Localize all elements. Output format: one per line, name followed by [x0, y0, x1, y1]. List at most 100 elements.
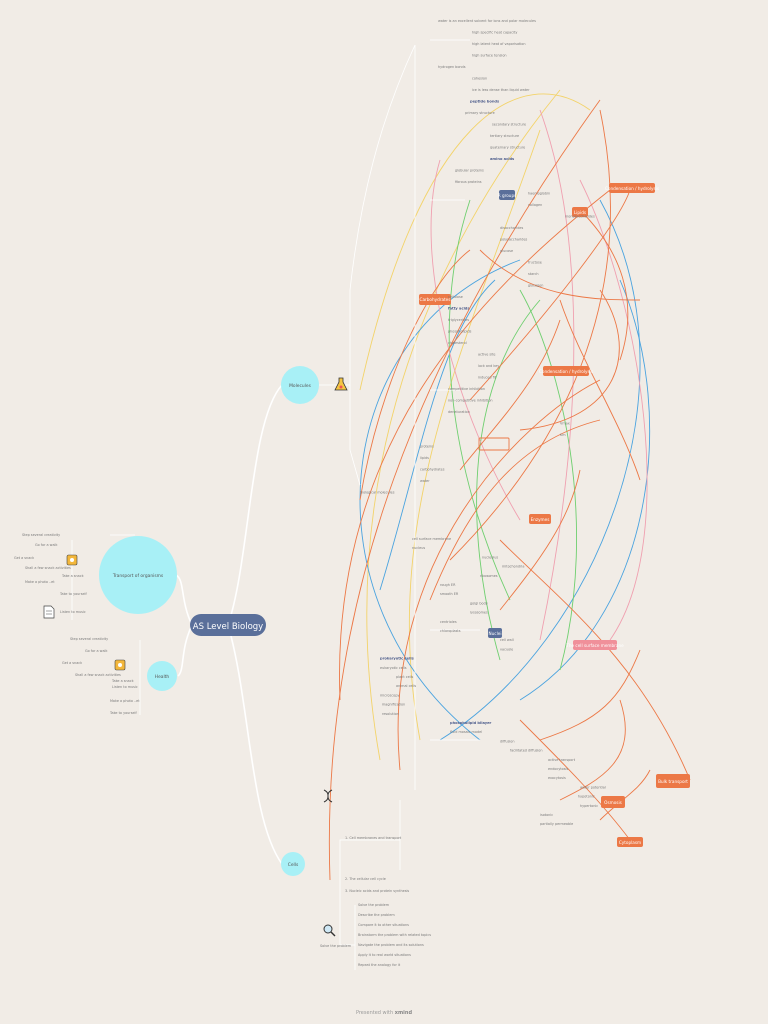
map-node-label[interactable]: collagen	[528, 203, 542, 207]
map-node-label[interactable]: hydrogen bonds	[438, 65, 466, 69]
map-node-label[interactable]: cohesion	[472, 77, 487, 81]
map-node-label[interactable]: exocytosis	[548, 776, 566, 780]
map-node-label[interactable]: Take to yourself	[109, 711, 137, 715]
map-node-label[interactable]: vacuole	[500, 647, 513, 651]
map-node-label[interactable]: non-competitive inhibition	[448, 399, 493, 403]
map-node-label[interactable]: Repeat the analogy for it	[358, 963, 401, 967]
map-node-label[interactable]: isotonic	[540, 813, 553, 817]
map-node-label[interactable]: Km	[560, 433, 566, 437]
map-node-label[interactable]: fructose	[528, 261, 542, 265]
map-node-label[interactable]: diffusion	[500, 739, 515, 743]
map-node-label[interactable]: high surface tension	[472, 54, 507, 58]
highlight-box[interactable]: Lipids	[572, 207, 588, 217]
map-node-label[interactable]: rough ER	[440, 583, 456, 587]
highlight-box[interactable]: Condensation / hydrolysis	[605, 183, 659, 193]
map-node-label[interactable]: Listen to music	[60, 610, 86, 614]
map-node-label[interactable]: ribosomes	[480, 574, 498, 578]
map-node-label[interactable]: Shall a few snack activities	[75, 673, 121, 677]
map-node-label[interactable]: phospholipids	[448, 330, 472, 334]
map-node-label[interactable]: Shall a few snack activities	[25, 566, 71, 570]
map-node-label[interactable]: primary structure	[465, 111, 495, 115]
map-node-label[interactable]: induced fit	[478, 376, 497, 380]
map-node-label[interactable]: plant cells	[396, 675, 414, 679]
map-node-label[interactable]: haemoglobin	[528, 192, 550, 196]
map-node-label[interactable]: fatty acids	[448, 307, 470, 311]
map-node-label[interactable]: fluid mosaic model	[450, 730, 482, 734]
map-node-label[interactable]: active site	[478, 353, 496, 357]
map-node-label[interactable]: resolution	[382, 712, 399, 716]
map-node-label[interactable]: cellulose	[448, 295, 463, 299]
highlight-box[interactable]: Nuclei	[488, 628, 502, 638]
map-node-label[interactable]: biological molecules	[360, 491, 395, 495]
map-node-label[interactable]: peptide bonds	[470, 100, 499, 104]
map-node-label[interactable]: triglycerides	[448, 318, 469, 322]
map-node-label[interactable]: Take a snack	[111, 679, 134, 683]
root-topic[interactable]: AS Level Biology	[190, 614, 266, 636]
topic-health[interactable]: Health	[147, 661, 177, 691]
map-node-label[interactable]: prokaryotic cells	[380, 657, 414, 661]
map-node-label[interactable]: high latent heat of vaporisation	[472, 42, 526, 46]
map-node-label[interactable]: Take to yourself	[59, 592, 87, 596]
map-node-label[interactable]: chloroplasts	[440, 629, 461, 633]
map-node-label[interactable]: Get a snack	[62, 661, 82, 665]
map-node-label[interactable]: cell surface membrane	[412, 537, 451, 541]
highlight-box[interactable]: Enzymes	[529, 514, 551, 524]
map-node-label[interactable]: Go for a walk	[35, 543, 57, 547]
map-node-label[interactable]: Step several creativity	[22, 533, 60, 537]
map-node-label[interactable]: microscopy	[380, 693, 399, 697]
map-node-label[interactable]: high specific heat capacity	[472, 31, 517, 35]
map-node-label[interactable]: hypertonic	[580, 804, 598, 808]
map-node-label[interactable]: starch	[528, 272, 539, 276]
map-node-label[interactable]: Navigate the problem and its solutions	[358, 943, 424, 947]
map-node-label[interactable]: centrioles	[440, 620, 457, 624]
map-node-label[interactable]: polysaccharides	[500, 238, 528, 242]
map-node-label[interactable]: amino acids	[490, 157, 514, 161]
map-node-label[interactable]: phospholipid bilayer	[450, 721, 492, 725]
map-node-label[interactable]: Apply it to real world situations	[358, 953, 411, 957]
highlight-box[interactable]: Carbohydrates	[419, 294, 451, 305]
map-node-label[interactable]: nucleolus	[482, 555, 498, 559]
map-node-label[interactable]: water	[420, 479, 430, 483]
highlight-box[interactable]: The cell surface membrane	[565, 640, 624, 650]
map-node-label[interactable]: Make a photo ..et	[25, 580, 55, 584]
map-node-label[interactable]: glycogen	[528, 284, 543, 288]
map-node-label[interactable]: denaturation	[448, 410, 470, 414]
map-node-label[interactable]: proteins	[420, 445, 434, 449]
map-node-label[interactable]: Vmax	[560, 422, 570, 426]
map-node-label[interactable]: lysosomes	[470, 611, 488, 615]
topic-molecules[interactable]: Molecules	[281, 366, 319, 404]
map-node-label[interactable]: Make a photo ..et	[110, 699, 140, 703]
map-node-label[interactable]: endocytosis	[548, 767, 568, 771]
highlight-box[interactable]: R groups	[498, 190, 517, 200]
map-node-label[interactable]: hypotonic	[578, 795, 595, 799]
map-node-label[interactable]: Go for a walk	[85, 649, 107, 653]
map-node-label[interactable]: ice is less dense than liquid water	[472, 88, 530, 92]
map-node-label[interactable]: monosaccharides	[565, 215, 595, 219]
map-node-label[interactable]: cell wall	[500, 638, 514, 642]
map-node-label[interactable]: carbohydrates	[420, 468, 445, 472]
topic-transport[interactable]: Transport of organisms	[99, 536, 177, 614]
map-node-label[interactable]: cholesterol	[448, 341, 467, 345]
map-node-label[interactable]: nucleus	[412, 546, 425, 550]
map-node-label[interactable]: lipids	[420, 456, 429, 460]
topic-cells[interactable]: Cells	[281, 852, 305, 876]
map-node-label[interactable]: golgi body	[470, 601, 488, 605]
map-node-label[interactable]: animal cells	[396, 684, 416, 688]
map-node-label[interactable]: magnification	[382, 703, 405, 707]
map-node-label[interactable]: eukaryotic cells	[380, 666, 407, 670]
highlight-box[interactable]: Osmosis	[601, 796, 625, 808]
map-node-label[interactable]: secondary structure	[492, 123, 526, 127]
map-node-label[interactable]: water potential	[580, 785, 606, 789]
map-node-label[interactable]: water is an excellent solvent for ions a…	[438, 19, 536, 23]
map-node-label[interactable]: partially permeable	[540, 822, 573, 826]
map-node-label[interactable]: mitochondria	[502, 565, 524, 569]
map-node-label[interactable]: disaccharides	[500, 226, 523, 230]
highlight-box[interactable]: Bulk transport	[656, 774, 690, 788]
map-node-label[interactable]: Compare it to other situations	[358, 923, 409, 927]
map-node-label[interactable]: Brainstorm the problem with related topi…	[358, 933, 431, 937]
map-node-label[interactable]: Step several creativity	[70, 637, 108, 641]
map-node-label[interactable]: Listen to music	[112, 685, 138, 689]
map-node-label[interactable]: facilitated diffusion	[510, 749, 543, 753]
map-node-label[interactable]: glucose	[500, 249, 513, 253]
